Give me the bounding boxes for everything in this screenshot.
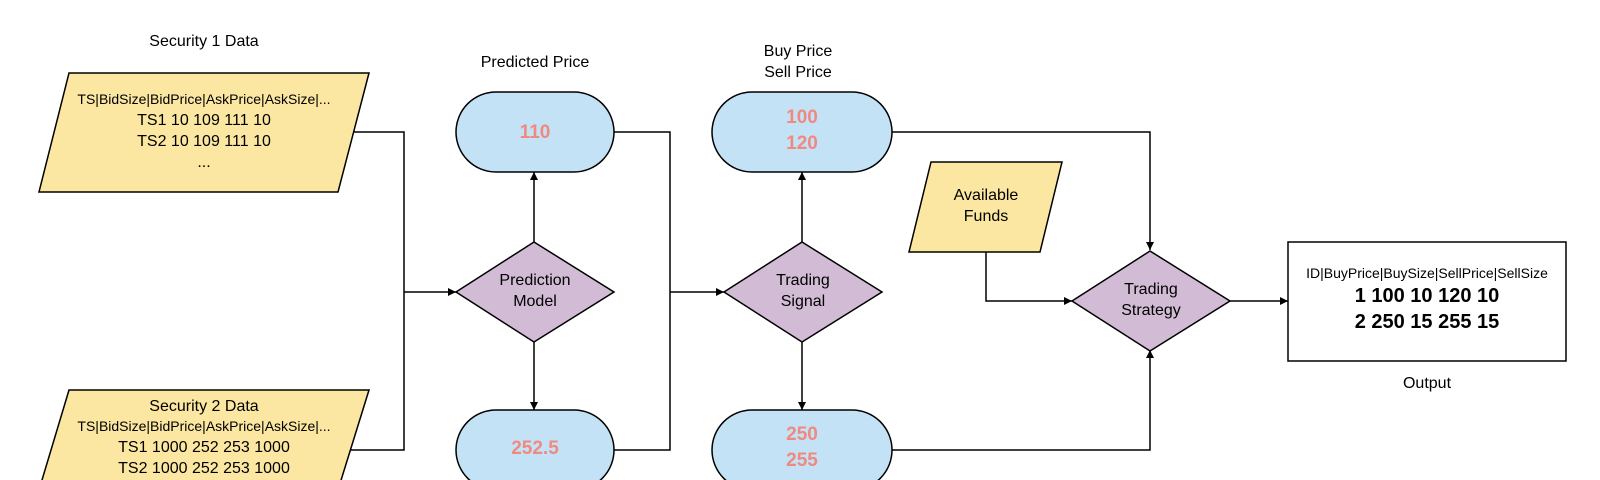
output-node: ID|BuyPrice|BuySize|SellPrice|SellSize 1… xyxy=(1287,241,1567,392)
output-caption: Output xyxy=(1403,375,1452,392)
predicted-top-value: 110 xyxy=(520,122,551,143)
predicted-price-label: Predicted Price xyxy=(481,54,590,71)
trading-signal-line-2: Signal xyxy=(781,293,825,310)
predicted-bottom-value: 252.5 xyxy=(511,438,559,459)
connector-predicted-top-to-signal xyxy=(614,131,671,292)
buy-price-label: Buy Price xyxy=(764,43,833,60)
signal-top-sell-value: 120 xyxy=(786,133,818,154)
security1-shape xyxy=(38,72,370,193)
output-header: ID|BuyPrice|BuySize|SellPrice|SellSize xyxy=(1306,265,1548,281)
connector-security1-to-model xyxy=(348,131,405,292)
connector-signal-bottom-to-strategy xyxy=(892,350,1154,451)
signal-top-node: 100 120 xyxy=(711,91,893,173)
signal-bottom-shape xyxy=(711,409,893,480)
predicted-bottom-node: 252.5 xyxy=(455,409,615,480)
prediction-model-line-1: Prediction xyxy=(499,272,570,289)
trading-strategy-line-2: Strategy xyxy=(1121,302,1181,319)
connector-funds-to-strategy xyxy=(985,252,1072,305)
security1-row-2: TS2 10 109 111 10 xyxy=(137,133,271,150)
security2-header: TS|BidSize|BidPrice|AskPrice|AskSize|... xyxy=(77,418,330,434)
prediction-model-line-2: Model xyxy=(513,293,557,310)
sell-price-label: Sell Price xyxy=(764,64,832,81)
signal-bottom-node: 250 255 xyxy=(711,409,893,480)
output-row-1: 1 100 10 120 10 xyxy=(1355,285,1500,307)
security2-shape xyxy=(41,389,371,480)
trading-strategy-shape xyxy=(1070,250,1232,352)
signal-top-buy-value: 100 xyxy=(786,107,818,128)
connector-predicted-bottom-to-signal xyxy=(614,292,671,451)
predicted-bottom-shape xyxy=(455,409,615,480)
available-funds-line-1: Available xyxy=(954,187,1019,204)
security2-row-1: TS1 1000 252 253 1000 xyxy=(118,439,290,456)
output-row-2: 2 250 15 255 15 xyxy=(1355,311,1500,333)
connector-security2-to-model xyxy=(348,292,405,451)
security2-node: Security 2 Data TS|BidSize|BidPrice|AskP… xyxy=(41,389,371,480)
predicted-top-node: 110 xyxy=(455,91,615,173)
connectors xyxy=(348,131,1288,451)
prediction-model-shape xyxy=(454,241,616,343)
security2-title: Security 2 Data xyxy=(149,398,258,415)
connector-signal-top-to-strategy xyxy=(892,131,1154,250)
trading-signal-line-1: Trading xyxy=(776,272,830,289)
predicted-top-shape xyxy=(455,91,615,173)
security1-title: Security 1 Data xyxy=(149,33,258,50)
available-funds-line-2: Funds xyxy=(964,208,1008,225)
security1-header: TS|BidSize|BidPrice|AskPrice|AskSize|... xyxy=(77,91,330,107)
security1-row-1: TS1 10 109 111 10 xyxy=(137,112,271,129)
signal-top-shape xyxy=(711,91,893,173)
security1-row-3: ... xyxy=(197,154,210,171)
trading-strategy-line-1: Trading xyxy=(1124,281,1178,298)
signal-bottom-buy-value: 250 xyxy=(786,424,818,445)
available-funds-shape xyxy=(908,161,1063,253)
output-shape xyxy=(1287,241,1567,362)
prediction-model-node: Prediction Model xyxy=(454,241,616,343)
trading-strategy-node: Trading Strategy xyxy=(1070,250,1232,352)
security1-node: Security 1 Data TS|BidSize|BidPrice|AskP… xyxy=(38,33,370,193)
trading-signal-shape xyxy=(722,241,884,343)
available-funds-node: Available Funds xyxy=(908,161,1063,253)
signal-bottom-sell-value: 255 xyxy=(786,450,818,471)
security2-row-2: TS2 1000 252 253 1000 xyxy=(118,460,290,477)
trading-signal-node: Trading Signal xyxy=(722,241,884,343)
